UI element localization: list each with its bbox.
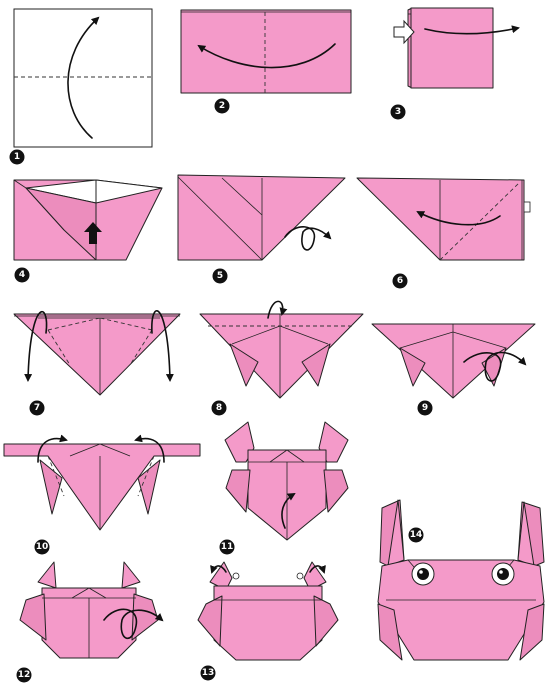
step-badge-8: 8 — [211, 400, 227, 416]
step-badge-6: 6 — [392, 273, 408, 289]
step-5-figure — [177, 174, 346, 261]
step-number: 12 — [18, 670, 31, 680]
curved-arrow-icon — [281, 492, 296, 529]
step-badge-3: 3 — [390, 104, 406, 120]
step-14-figure — [377, 499, 545, 661]
step-9-figure — [371, 323, 536, 399]
step-badge-11: 11 — [219, 539, 235, 555]
crab-eye-icon — [491, 562, 515, 586]
step-1-figure — [13, 8, 153, 148]
curved-arrow-icon — [24, 310, 48, 382]
step-number: 2 — [219, 101, 225, 111]
step-badge-9: 9 — [417, 400, 433, 416]
step-10-figure — [3, 434, 201, 531]
step-number: 14 — [410, 530, 423, 540]
step-badge-2: 2 — [214, 98, 230, 114]
curved-arrow-icon — [37, 434, 68, 463]
curved-arrow-icon — [424, 25, 520, 35]
turn-over-icon — [284, 226, 332, 251]
step-3-figure — [393, 7, 520, 89]
step-12-figure — [19, 561, 164, 659]
step-number: 10 — [36, 542, 49, 552]
curved-arrow-icon — [267, 300, 288, 319]
step-number: 3 — [395, 107, 401, 117]
push-arrow-icon — [84, 222, 102, 244]
step-number: 7 — [34, 403, 40, 413]
step-badge-10: 10 — [34, 539, 50, 555]
step-badge-14: 14 — [408, 527, 424, 543]
step-7-figure — [13, 310, 181, 396]
curved-arrow-icon — [197, 43, 336, 69]
step-6-figure — [356, 177, 531, 261]
curved-arrow-icon — [67, 16, 100, 139]
step-badge-4: 4 — [14, 267, 30, 283]
curved-arrow-icon — [151, 310, 174, 382]
curved-arrow-icon — [134, 434, 165, 463]
step-badge-1: 1 — [9, 149, 25, 165]
step-2-figure — [180, 9, 352, 94]
step-number: 1 — [14, 152, 20, 162]
step-number: 5 — [217, 271, 223, 281]
step-number: 13 — [202, 668, 215, 678]
step-badge-7: 7 — [29, 400, 45, 416]
push-arrow-icon — [393, 19, 415, 45]
turn-over-icon — [103, 608, 164, 639]
step-number: 6 — [397, 276, 403, 286]
step-4-figure — [13, 179, 163, 261]
turn-over-icon — [463, 351, 527, 382]
step-badge-13: 13 — [200, 665, 216, 681]
curved-arrow-icon — [210, 565, 227, 574]
step-13-figure — [197, 561, 339, 661]
step-badge-12: 12 — [16, 667, 32, 683]
crab-eye-icon — [411, 562, 435, 586]
step-number: 9 — [422, 403, 428, 413]
step-number: 4 — [19, 270, 25, 280]
curved-arrow-icon — [416, 211, 501, 226]
step-number: 8 — [216, 403, 222, 413]
square-sheet — [13, 8, 153, 148]
step-badge-5: 5 — [212, 268, 228, 284]
step-11-figure — [224, 421, 349, 541]
curved-arrow-icon — [309, 565, 326, 574]
step-8-figure — [199, 300, 364, 399]
step-number: 11 — [221, 542, 234, 552]
